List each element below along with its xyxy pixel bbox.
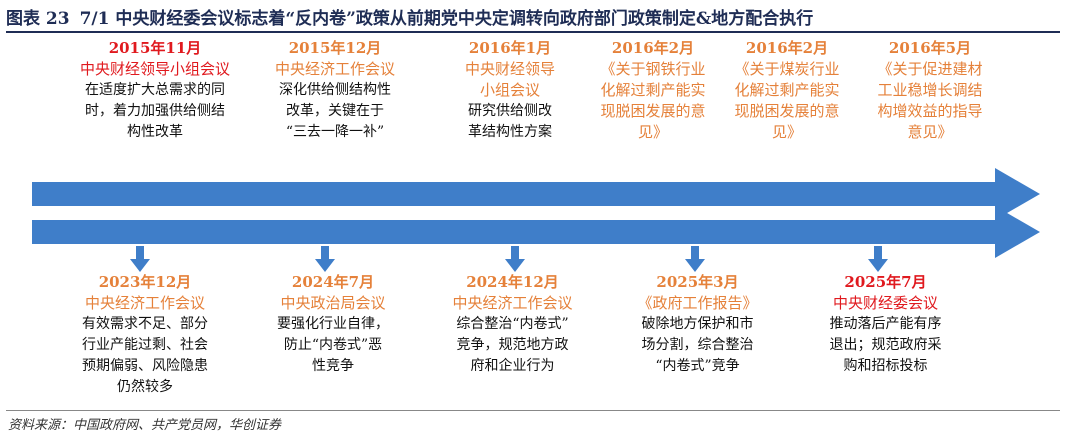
event-desc-line: 仍然较多	[117, 379, 173, 395]
event-2024-07: 2024年7月 中央政治局会议 要强化行业自律， 防止“内卷式”恶 性竞争	[248, 272, 418, 377]
connector-arrows	[130, 246, 888, 272]
event-org: 中央政治局会议	[280, 294, 386, 312]
down-connector-arrow	[130, 246, 150, 272]
event-desc-line: 革结构性方案	[468, 124, 552, 140]
event-2025-07: 2025年7月 中央财经委会议 推动落后产能有序 退出；规范政府采 购和招标投标	[798, 272, 973, 377]
event-desc-line: 竞争，规范地方政	[456, 337, 569, 353]
event-date: 2016年5月	[888, 39, 972, 57]
event-org: 《关于促进建材工业稳增长调结构增效益的指导意见》	[877, 60, 983, 141]
event-org: 中央经济工作会议	[84, 294, 205, 312]
figure-number: 图表 23	[6, 9, 70, 29]
event-date: 2024年7月	[291, 273, 375, 291]
event-date: 2024年12月	[466, 273, 559, 291]
figure-caption: 7/1 中央财经委会议标志着“反内卷”政策从前期党中央定调转向政府部门政策制定&…	[79, 9, 814, 29]
event-desc-line: 府和企业行为	[470, 358, 555, 374]
event-desc-line: 行业产能过剩、社会	[82, 337, 208, 353]
title-rule	[6, 31, 1060, 33]
event-org: 中央经济工作会议	[452, 294, 573, 312]
lower-timeline-arrow	[32, 206, 1040, 258]
event-org: 中央财经领导小组会议	[464, 60, 555, 99]
event-date: 2025年7月	[844, 273, 927, 291]
event-desc-line: 预期偏弱、风险隐患	[82, 358, 208, 374]
event-2016-05: 2016年5月 《关于促进建材工业稳增长调结构增效益的指导意见》	[860, 38, 1000, 143]
event-desc-line: 性竞争	[312, 358, 354, 374]
event-2015-11: 2015年11月 中央财经领导小组会议 在适度扩大总需求的同 时，着力加强供给侧…	[60, 38, 250, 143]
event-desc-line: 研究供给侧改	[468, 103, 552, 119]
event-desc-line: “内卷式”竞争	[655, 358, 740, 374]
event-2015-12: 2015年12月 中央经济工作会议 深化供给侧结构性 改革，关键在于 “三去一降…	[255, 38, 415, 143]
event-org: 《政府工作报告》	[637, 294, 758, 312]
event-desc-line: 时，着力加强供给侧结	[85, 103, 225, 119]
event-org: 《关于煤炭行业化解过剩产能实现脱困发展的意见》	[734, 60, 840, 141]
event-2016-01: 2016年1月 中央财经领导小组会议 研究供给侧改 革结构性方案	[440, 38, 580, 143]
event-date: 2025年3月	[656, 273, 739, 291]
event-2023-12: 2023年12月 中央经济工作会议 有效需求不足、部分 行业产能过剩、社会 预期…	[55, 272, 235, 398]
event-date: 2016年1月	[468, 39, 552, 57]
event-desc-line: “三去一降一补”	[285, 124, 385, 140]
event-org: 中央财经委会议	[832, 294, 938, 312]
event-date: 2015年11月	[108, 39, 202, 57]
event-2016-02-steel: 2016年2月 《关于钢铁行业化解过剩产能实现脱困发展的意见》	[588, 38, 718, 143]
event-2016-02-coal: 2016年2月 《关于煤炭行业化解过剩产能实现脱困发展的意见》	[722, 38, 852, 143]
event-desc-line: 退出；规范政府采	[829, 337, 942, 353]
event-2025-03: 2025年3月 《政府工作报告》 破除地方保护和市 场分割，综合整治 “内卷式”…	[610, 272, 785, 377]
event-desc-line: 破除地方保护和市	[641, 316, 754, 332]
event-desc-line: 构性改革	[127, 124, 183, 140]
event-date: 2016年2月	[611, 39, 695, 57]
event-org: 《关于钢铁行业化解过剩产能实现脱困发展的意见》	[600, 60, 706, 141]
upper-timeline-arrow	[32, 168, 1040, 220]
event-desc-line: 深化供给侧结构性	[279, 82, 391, 98]
down-connector-arrow	[315, 246, 335, 272]
event-date: 2023年12月	[98, 273, 192, 291]
event-desc-line: 有效需求不足、部分	[82, 316, 208, 332]
event-desc-line: 改革，关键在于	[286, 103, 384, 119]
event-org: 中央经济工作会议	[274, 60, 395, 78]
down-connector-arrow	[505, 246, 525, 272]
event-desc-line: 防止“内卷式”恶	[283, 337, 383, 353]
source-note: 资料来源：中国政府网、共产党员网，华创证券	[8, 418, 282, 433]
event-desc-line: 场分割，综合整治	[641, 337, 754, 353]
down-connector-arrow	[868, 246, 888, 272]
event-desc-line: 要强化行业自律，	[277, 316, 389, 332]
event-desc-line: 在适度扩大总需求的同	[85, 82, 225, 98]
event-desc-line: 购和招标投标	[843, 358, 928, 374]
down-connector-arrow	[685, 246, 705, 272]
figure-title: 图表 23 7/1 中央财经委会议标志着“反内卷”政策从前期党中央定调转向政府部门…	[6, 4, 1062, 30]
event-desc-line: 综合整治“内卷式”	[456, 316, 569, 332]
footer-rule	[6, 410, 1060, 411]
event-org: 中央财经领导小组会议	[79, 60, 230, 78]
event-date: 2016年2月	[745, 39, 829, 57]
event-desc-line: 推动落后产能有序	[829, 316, 942, 332]
event-2024-12: 2024年12月 中央经济工作会议 综合整治“内卷式” 竞争，规范地方政 府和企…	[425, 272, 600, 377]
event-date: 2015年12月	[288, 39, 382, 57]
